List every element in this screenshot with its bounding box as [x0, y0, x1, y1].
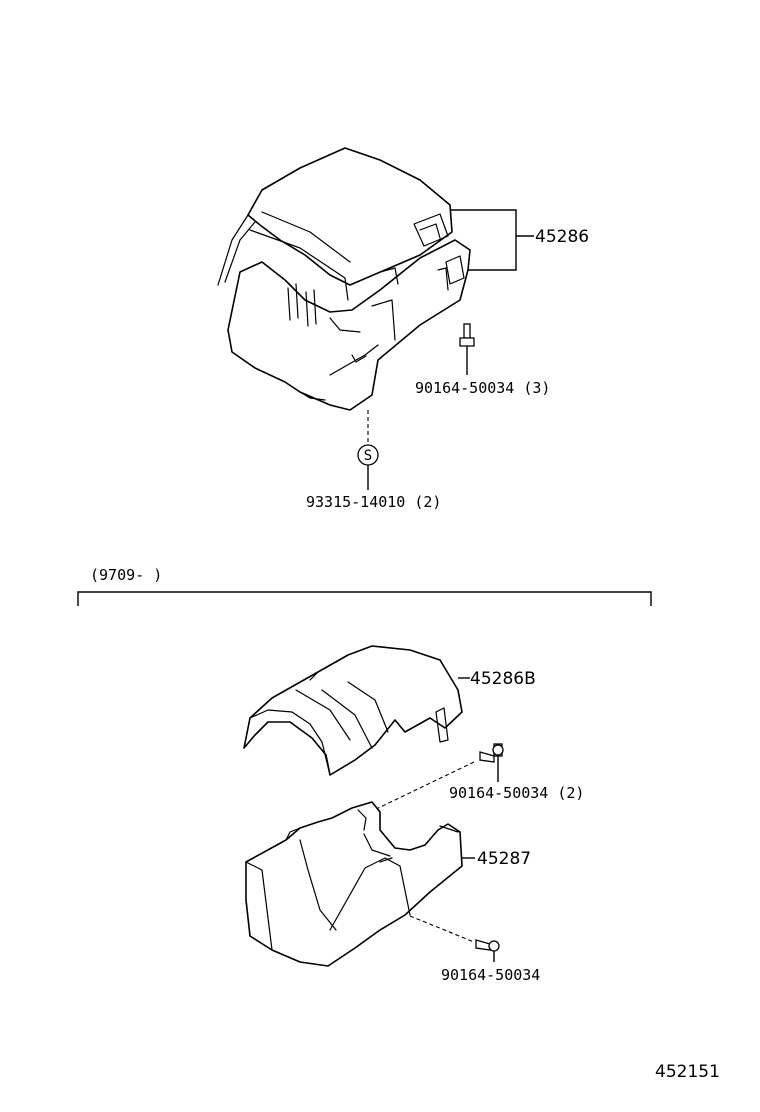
screw-icon: [459, 323, 475, 375]
leader-45286: [450, 209, 534, 271]
label-90164-50034: 90164-50034: [441, 966, 540, 984]
upper-assembly-upper-shell: [247, 147, 453, 286]
diagram-number: 452151: [655, 1062, 720, 1082]
label-90164-50034-2: 90164-50034 (2): [449, 784, 584, 802]
section-bracket: [77, 591, 652, 606]
label-45287: 45287: [477, 849, 531, 869]
label-45286: 45286: [535, 227, 589, 247]
screw-icon: [475, 939, 500, 962]
label-45286B: 45286B: [470, 669, 536, 689]
section-range-label: (9709- ): [90, 566, 162, 584]
label-93315-14010-2: 93315-14010 (2): [306, 493, 441, 511]
clip-symbol-letter: S: [364, 448, 372, 464]
clip-symbol-icon: S: [357, 444, 379, 466]
upper-column-cover-assembly: [217, 147, 471, 411]
upper-cover-45286b: [243, 645, 463, 776]
lower-cover-45287: [245, 801, 463, 967]
label-90164-50034-3: 90164-50034 (3): [415, 379, 550, 397]
upper-assembly-lower-shell: [227, 239, 471, 411]
screw-icon: [479, 743, 504, 782]
